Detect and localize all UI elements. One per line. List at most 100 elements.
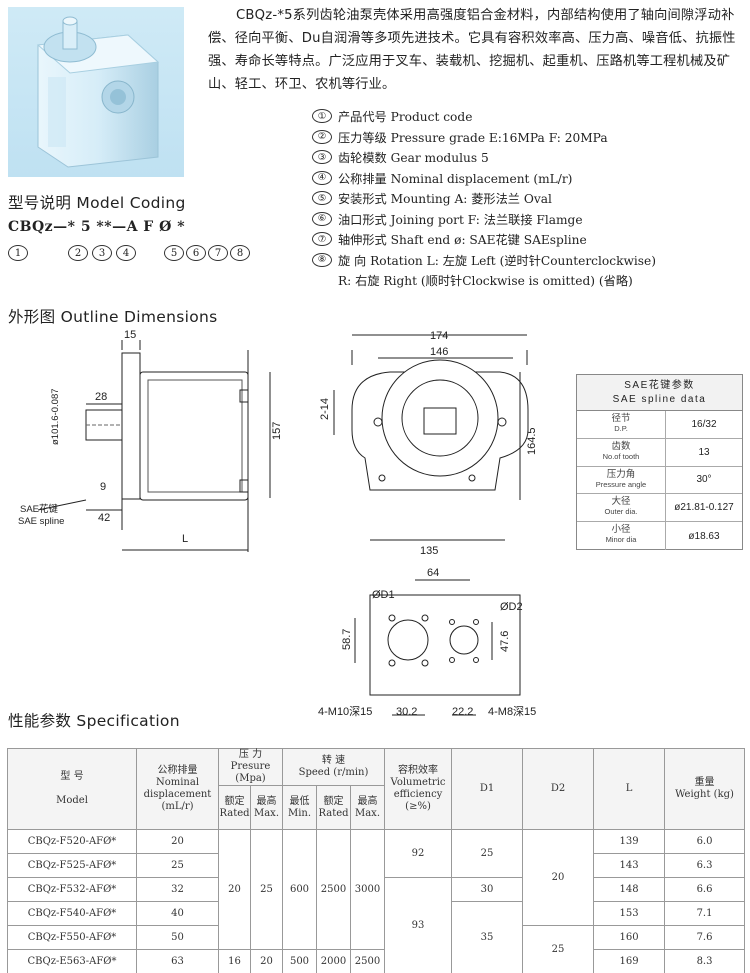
header-press-cn: 压 力 <box>238 749 263 760</box>
cell-weight: 6.6 <box>664 877 746 902</box>
cell-l: 169 <box>593 949 666 973</box>
dim-28: 28 <box>95 391 107 403</box>
legend-number: ⑧ <box>312 252 332 267</box>
legend-item: ① 产品代号 Product code <box>312 106 744 127</box>
code-circle: 2 <box>68 245 88 261</box>
cell-d1: 30 <box>451 877 524 902</box>
dim-2-14: 2-14 <box>319 398 331 420</box>
legend-text: 产品代号 Product code <box>338 110 473 125</box>
dim-146: 146 <box>430 346 448 358</box>
table-row: CBQz-E563-AFØ* 63 16 20 500 2000 2500 16… <box>7 949 746 973</box>
dim-9: 9 <box>100 481 106 493</box>
label-m10: 4-M10深15 <box>318 705 372 718</box>
header-weight-cn: 重量 <box>694 777 715 788</box>
cell-weight: 7.1 <box>664 901 746 926</box>
spline-param-cn: 径节 <box>611 413 631 424</box>
spline-en-label: SAE spline <box>18 516 64 527</box>
cell-model: CBQz-F540-AFØ* <box>7 901 137 926</box>
dim-64: 64 <box>427 567 439 579</box>
cell-min: 500 <box>282 949 317 973</box>
dim-42: 42 <box>98 512 110 524</box>
dim-164-5: 164.5 <box>526 427 538 455</box>
header-eff-cn: 容积效率 <box>398 765 439 776</box>
code-circle: 1 <box>8 245 28 261</box>
header-eff-en: Volumetric efficiency (≥%) <box>390 777 446 812</box>
header-press-en: Presure (Mpa) <box>230 761 271 784</box>
header-d2: D2 <box>522 748 595 830</box>
code-circle: 4 <box>116 245 136 261</box>
spline-table-header: SAE花键参数 SAE spline data <box>577 375 742 411</box>
cell-weight: 8.3 <box>664 949 746 973</box>
spline-param-en: Minor dia <box>605 535 637 545</box>
legend-text: 齿轮模数 Gear modulus 5 <box>338 151 489 166</box>
header-d1: D1 <box>451 748 524 830</box>
header-disp-en: Nominal displacement (mL/r) <box>143 777 212 812</box>
model-coding-title: 型号说明 Model Coding <box>8 194 186 212</box>
dim-135: 135 <box>420 545 438 557</box>
header-rated: 额定 Rated <box>218 785 251 830</box>
spline-param-cn: 齿数 <box>611 440 631 452</box>
intro-paragraph: CBQz-*5系列齿轮油泵壳体采用高强度铝合金材料，内部结构使用了轴向间隙浮动补… <box>208 8 736 92</box>
spline-param-cn: 小径 <box>611 524 631 536</box>
legend-number <box>312 273 332 287</box>
spec-title: 性能参数 Specification <box>8 712 180 730</box>
dim-58-7: 58.7 <box>341 629 353 650</box>
cell-max2: 3000 <box>349 829 386 950</box>
cell-rated2: 2000 <box>316 949 351 973</box>
cell-model: CBQz-F520-AFØ* <box>7 829 137 854</box>
spline-value: 30° <box>696 474 712 486</box>
label-D1: ØD1 <box>372 589 395 601</box>
label-D2: ØD2 <box>500 601 523 613</box>
header-speed-cn: 转 速 <box>321 755 346 766</box>
dim-157: 157 <box>271 422 283 440</box>
cell-rated2: 2500 <box>316 829 351 950</box>
legend-number: ⑤ <box>312 191 332 206</box>
cell-disp: 63 <box>136 949 219 973</box>
cell-disp: 32 <box>136 877 219 902</box>
cell-d2: 20 <box>522 829 595 926</box>
legend-item: ⑧ 旋 向 Rotation L: 左旋 Left (逆时针Countercloc… <box>312 250 744 271</box>
spline-value: ø18.63 <box>688 530 720 542</box>
header-model-cn: 型 号 <box>60 771 84 782</box>
cell-model: CBQz-E563-AFØ* <box>7 949 137 973</box>
cell-rated: 20 <box>218 829 251 950</box>
cell-l: 153 <box>593 901 666 926</box>
legend-text: 油口形式 Joining port F: 法兰联接 Flamge <box>338 212 583 227</box>
legend-text: 压力等级 Pressure grade E:16MPa F: 20MPa <box>338 130 608 145</box>
spline-param-en: Outer dia. <box>604 507 638 517</box>
spline-value: 13 <box>698 446 710 458</box>
header-max2: 最高 Max. <box>349 785 386 830</box>
label-m8: 4-M8深15 <box>488 705 536 718</box>
cell-d2: 25 <box>522 925 595 973</box>
dim-174: 174 <box>430 330 448 342</box>
cell-l: 143 <box>593 853 666 878</box>
dim-15: 15 <box>124 330 136 341</box>
dim-30-2: 30.2 <box>396 706 417 718</box>
legend-number: ① <box>312 109 332 124</box>
header-model: 型 号 Model <box>7 748 137 830</box>
legend-item: ⑤ 安装形式 Mounting A: 菱形法兰 Oval <box>312 188 744 209</box>
cell-weight: 6.3 <box>664 853 746 878</box>
cell-l: 148 <box>593 877 666 902</box>
spline-param-cn: 大径 <box>611 496 631 508</box>
header-model-en: Model <box>56 795 88 806</box>
spline-param-en: No.of tooth <box>602 451 640 461</box>
spline-param-en: D.P. <box>614 424 628 433</box>
legend-text: 旋 向 Rotation L: 左旋 Left (逆时针Counterclock… <box>338 253 657 268</box>
legend-text: 安装形式 Mounting A: 菱形法兰 Oval <box>338 192 552 207</box>
legend-number: ③ <box>312 150 332 165</box>
cell-min: 600 <box>282 829 317 950</box>
cell-max2: 2500 <box>349 949 386 973</box>
code-circle: 7 <box>208 245 228 261</box>
outline-drawing: 15 28 ø101.6-0.087 157 9 42 L SAE花键 SAE … <box>18 330 538 718</box>
legend-text: R: 右旋 Right (顺时针Clockwise is omitted) (省… <box>338 274 633 289</box>
cell-l: 139 <box>593 829 666 854</box>
code-circle: 3 <box>92 245 112 261</box>
legend-item: ③ 齿轮模数 Gear modulus 5 <box>312 147 744 168</box>
